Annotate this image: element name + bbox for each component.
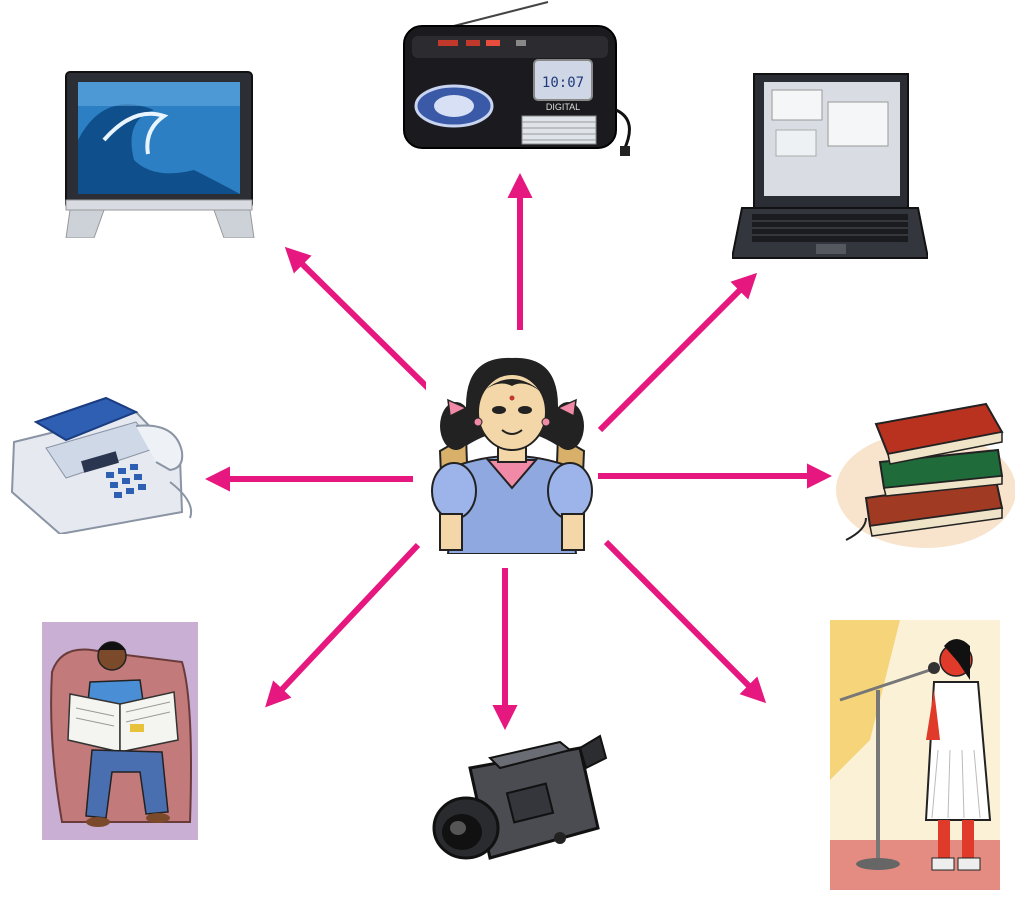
singer-node [830,620,1000,890]
newspaper-node [42,622,198,840]
schoolgirl-node [426,356,598,554]
camcorder-node [430,728,610,888]
laptop-icon [732,73,928,259]
fax-node [6,392,202,534]
arrow-to-singer [603,539,767,704]
singing-girl-icon [830,620,1000,890]
radio-display-label: DIGITAL [546,102,580,112]
fax-machine-icon [10,396,192,534]
arrow-to-newspaper [265,542,421,708]
camcorder-icon [432,734,608,860]
newspaper-reader-icon [42,622,198,840]
television-node [64,70,256,238]
laptop-node [732,68,928,266]
arrow-to-laptop [597,272,758,433]
schoolgirl-icon [426,356,598,554]
books-node [826,380,1015,550]
television-icon [65,71,255,238]
radio-clock-text: 10:07 [542,75,584,91]
books-icon [836,402,1015,548]
radio-icon: 10:07 DIGITAL [403,1,631,156]
arrow-to-television [284,246,431,391]
radio-node: 10:07 DIGITAL [398,0,638,158]
